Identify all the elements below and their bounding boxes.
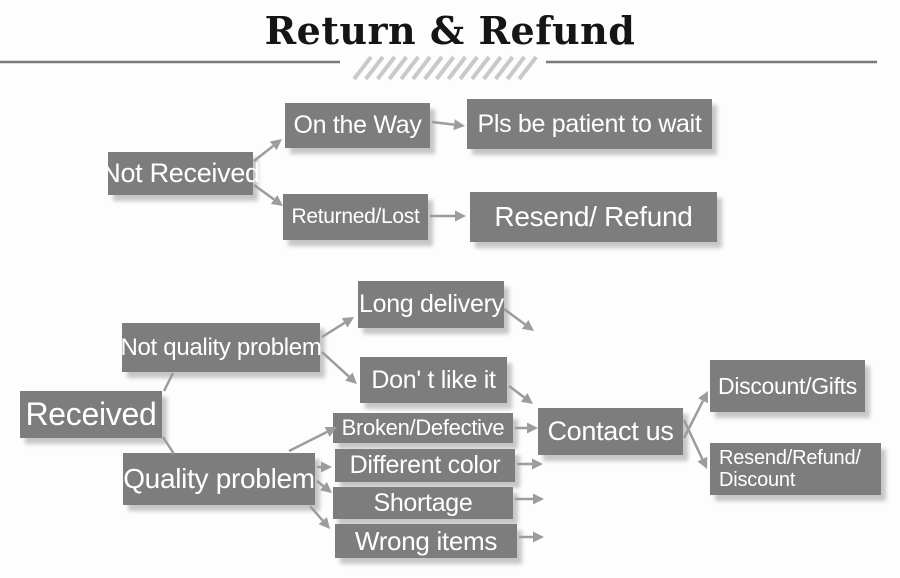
node-pls-be-patient: Pls be patient to wait <box>467 99 712 149</box>
node-returned-lost: Returned/Lost <box>283 194 428 240</box>
node-resend-refund-discount-line2: Discount <box>719 469 796 491</box>
node-received: Received <box>20 391 162 438</box>
node-resend-refund-discount: Resend/Refund/ Discount <box>710 443 881 495</box>
node-discount-gifts: Discount/Gifts <box>710 360 865 412</box>
node-contact-us: Contact us <box>538 408 683 455</box>
node-wrong-items: Wrong items <box>335 524 517 558</box>
node-long-delivery: Long delivery <box>358 281 504 328</box>
node-resend-refund: Resend/ Refund <box>470 192 717 242</box>
node-on-the-way: On the Way <box>285 103 430 148</box>
node-dont-like-it: Don' t like it <box>360 357 507 403</box>
node-shortage: Shortage <box>333 487 513 519</box>
node-quality-problem: Quality problem <box>123 453 315 505</box>
node-broken-defective: Broken/Defective <box>333 413 513 443</box>
page-title: Return & Refund <box>264 8 636 53</box>
node-not-quality-problem: Not quality problem <box>120 323 322 372</box>
node-not-received: Not Received <box>101 152 260 195</box>
node-resend-refund-discount-line1: Resend/Refund/ <box>719 446 861 469</box>
hatch-decoration-icon <box>352 55 538 81</box>
node-different-color: Different color <box>335 449 515 482</box>
